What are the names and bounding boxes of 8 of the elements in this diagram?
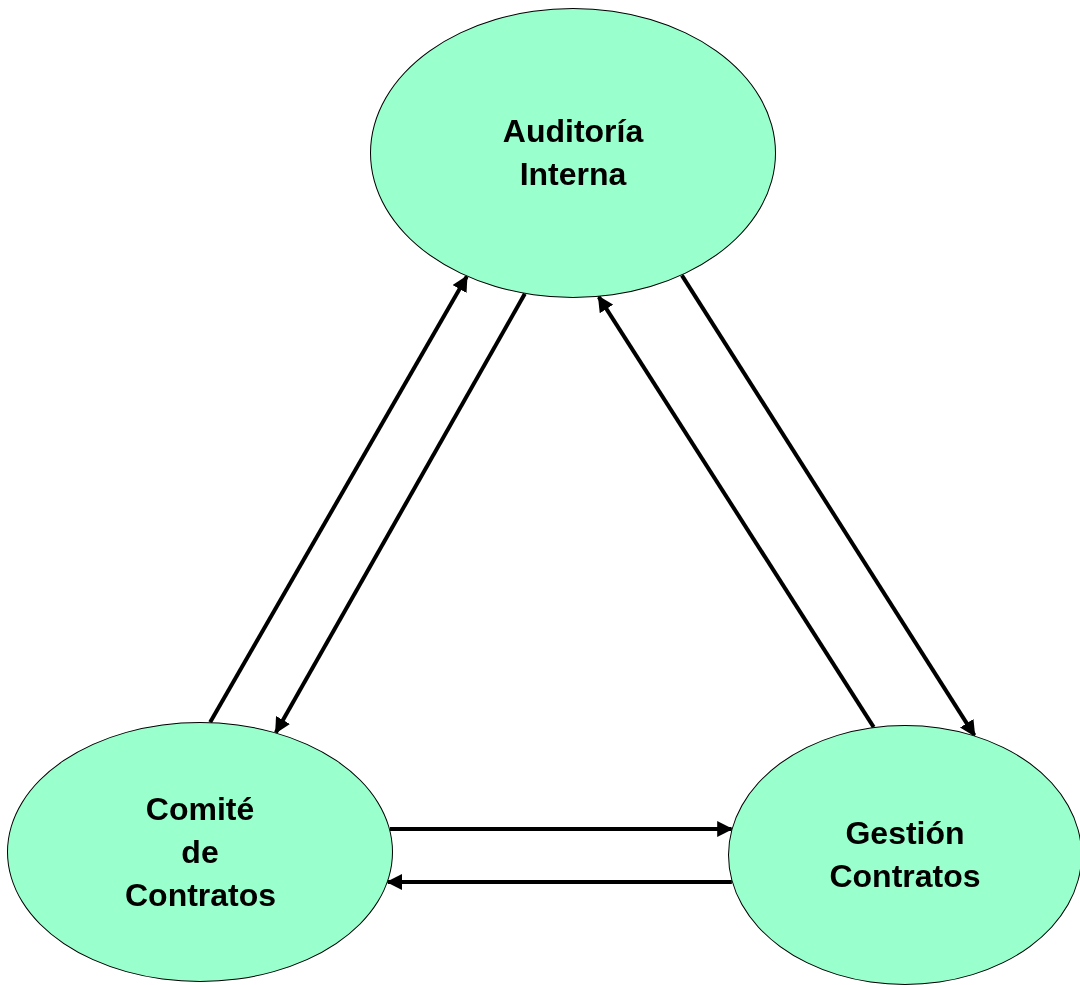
node-label: Gestión Contratos — [828, 814, 982, 896]
arrow — [389, 821, 734, 837]
arrow — [274, 292, 527, 734]
node-label: Comité de Contratos — [125, 789, 275, 915]
node-label: Auditoría Interna — [501, 112, 645, 194]
arrow — [386, 874, 732, 890]
arrow — [680, 274, 977, 737]
arrow — [208, 275, 469, 724]
